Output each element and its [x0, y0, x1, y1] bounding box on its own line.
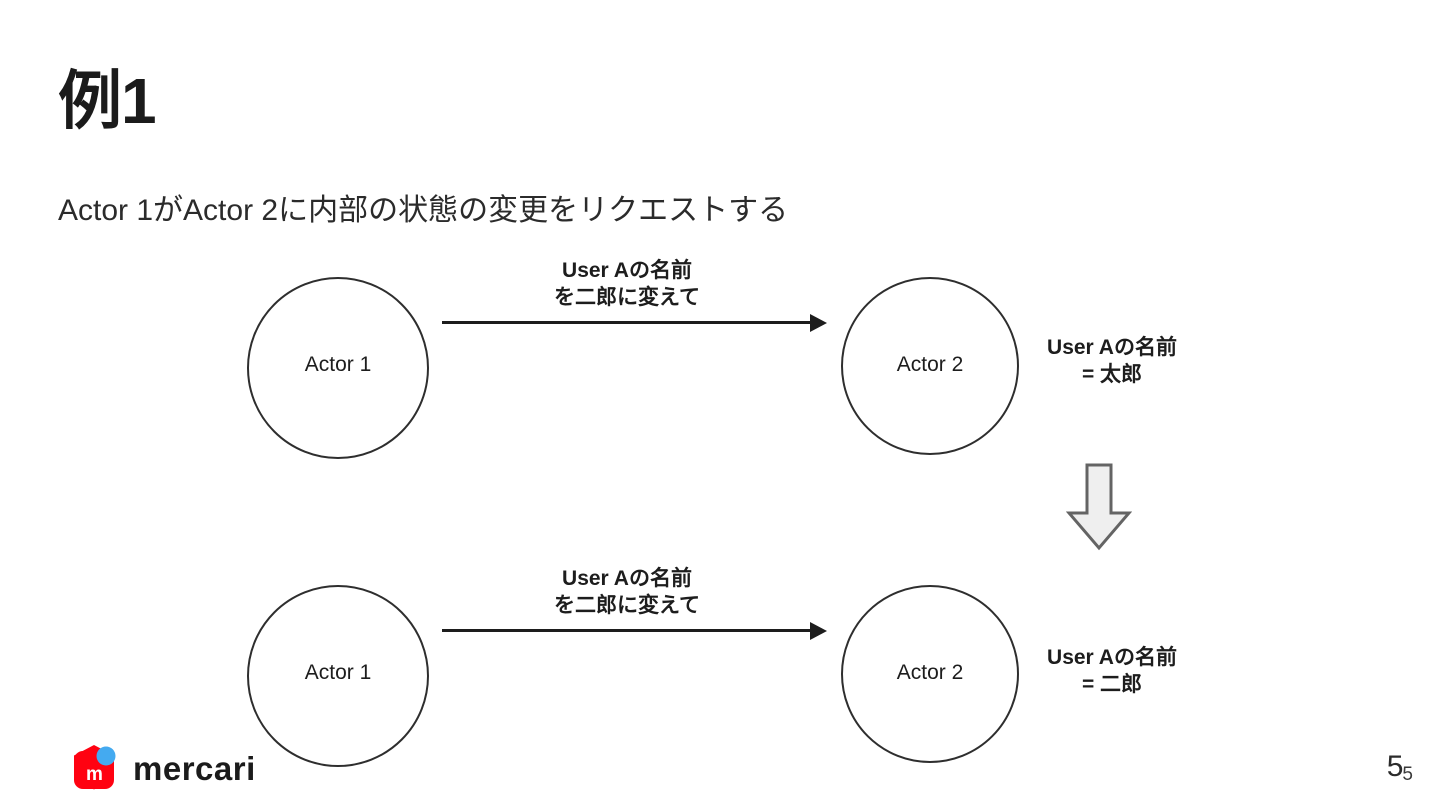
- page-number: 55: [1386, 750, 1414, 785]
- transition-down-arrow: [1066, 463, 1132, 551]
- actor2-circle-after: [841, 585, 1019, 763]
- request-message-after: User Aの名前 を二郎に変えて: [554, 567, 700, 617]
- actor2-label-after: Actor 2: [896, 661, 964, 684]
- mercari-logo: m mercari: [68, 742, 256, 794]
- actor1-label-after: Actor 1: [304, 661, 372, 684]
- actor1-circle-after: [247, 585, 429, 767]
- page-number-main: 5: [1386, 750, 1404, 783]
- svg-text:m: m: [86, 764, 103, 785]
- actor2-state-after: User Aの名前 = 二郎: [1047, 646, 1177, 696]
- request-arrow-head-after: [810, 622, 827, 640]
- actor2-circle-before: [841, 277, 1019, 455]
- page-title: 例1: [58, 65, 157, 137]
- actor1-label-before: Actor 1: [304, 353, 372, 376]
- actor2-label-before: Actor 2: [896, 353, 964, 376]
- request-arrow-line-before: [442, 321, 812, 324]
- mercari-wordmark: mercari: [133, 749, 256, 787]
- request-message-before: User Aの名前 を二郎に変えて: [554, 259, 700, 309]
- request-arrow-line-after: [442, 629, 812, 632]
- mercari-mark-icon: m: [68, 742, 120, 794]
- actor1-circle-before: [247, 277, 429, 459]
- actor2-state-before: User Aの名前 = 太郎: [1047, 336, 1177, 386]
- page-number-secondary: 5: [1402, 764, 1413, 785]
- request-arrow-head-before: [810, 314, 827, 332]
- slide-subtitle: Actor 1がActor 2に内部の状態の変更をリクエストする: [58, 194, 789, 227]
